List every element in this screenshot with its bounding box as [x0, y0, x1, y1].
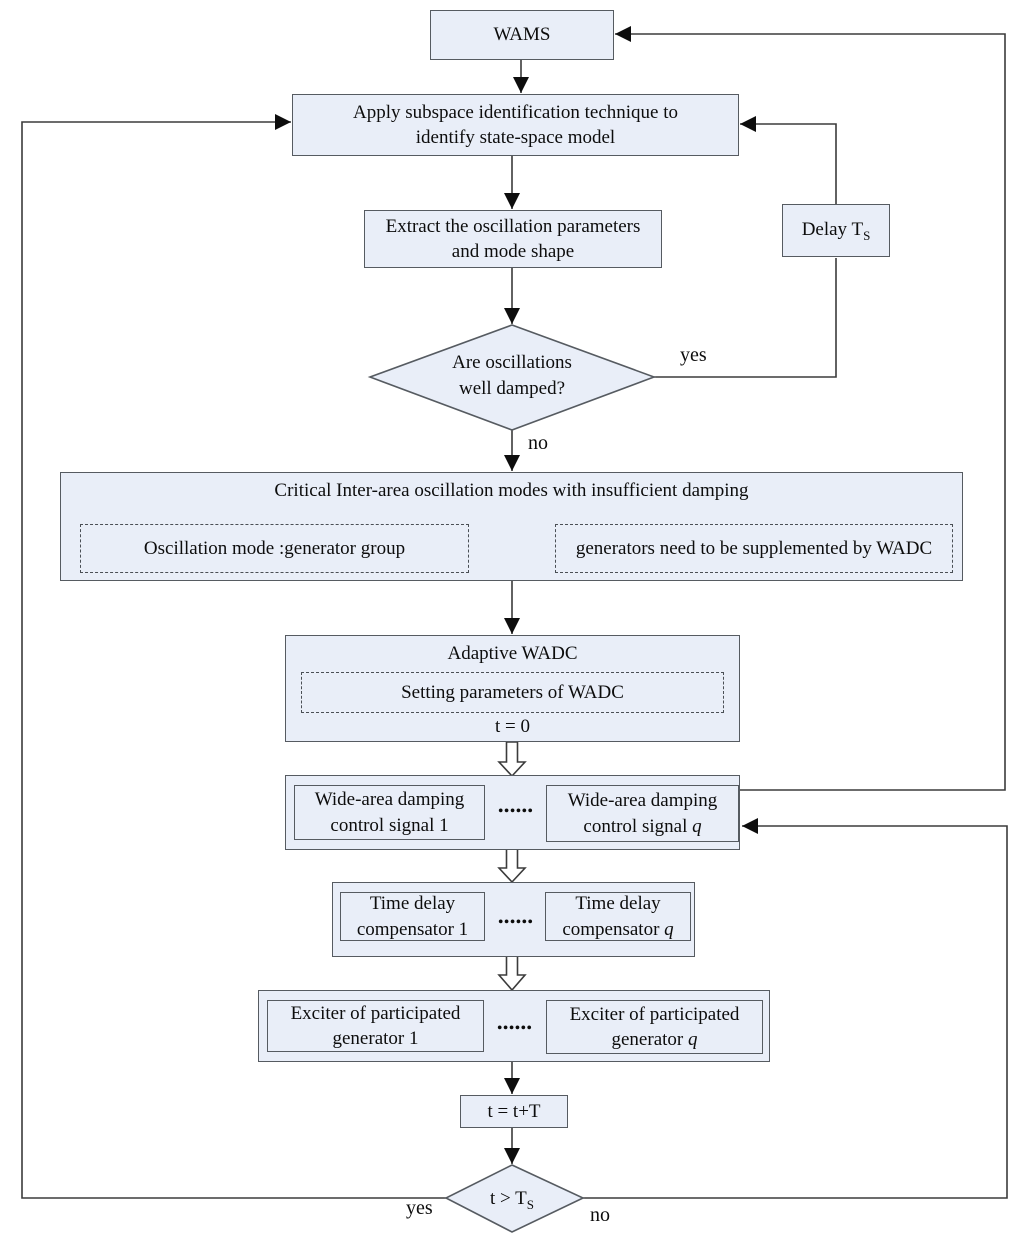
- t0-label: t = 0: [495, 715, 530, 737]
- wadc-signal-1-box: Wide-area damping control signal 1: [294, 785, 485, 840]
- wadc-signals-group-box: Wide-area damping control signal 1 •••••…: [285, 775, 740, 850]
- wams-box: WAMS: [430, 10, 614, 60]
- hollow-arrows: [497, 741, 527, 992]
- no-label-damped: no: [528, 432, 548, 454]
- loop-signals-to-wams: [615, 26, 1006, 791]
- damped-decision-text: Are oscillations well damped?: [452, 352, 572, 399]
- ellipsis-exciters: ••••••: [497, 1021, 533, 1036]
- critical-modes-box: Critical Inter-area oscillation modes wi…: [60, 472, 963, 581]
- extract-line2: and mode shape: [451, 241, 575, 262]
- line-decision-yes-to-delay: [654, 258, 837, 378]
- no-label-ts: no: [590, 1204, 610, 1226]
- hollow-arrow-adaptive-to-signals: [497, 741, 527, 778]
- loop-ts-yes-to-apply: [21, 114, 446, 1199]
- ellipsis-compensators: ••••••: [498, 915, 534, 930]
- apply-identification-box: Apply subspace identification technique …: [292, 94, 739, 156]
- hollow-arrow-signals-to-compensators: [497, 848, 527, 884]
- wams-label: WAMS: [493, 24, 551, 46]
- extract-parameters-box: Extract the oscillation parameters and m…: [364, 210, 662, 268]
- ts-decision-text: t > TS: [490, 1188, 534, 1212]
- generators-dashed-box: generators need to be supplemented by WA…: [555, 524, 953, 573]
- exciter-generator-q-box: Exciter of participated generator q: [546, 1000, 763, 1054]
- damped-decision-diamond: [367, 324, 657, 431]
- apply-line2: identify state-space model: [415, 127, 616, 148]
- exciters-group-box: Exciter of participated generator 1 ••••…: [258, 990, 770, 1062]
- time-delay-compensator-1-box: Time delay compensator 1: [340, 892, 485, 941]
- oscillation-mode-dashed-box: Oscillation mode :generator group: [80, 524, 469, 573]
- extract-line1: Extract the oscillation parameters: [385, 215, 641, 237]
- delay-ts-label: Delay TS: [801, 219, 871, 243]
- exciter-generator-1-box: Exciter of participated generator 1: [267, 1000, 484, 1052]
- setting-parameters-dashed-box: Setting parameters of WADC: [301, 672, 724, 713]
- apply-line1: Apply subspace identification technique …: [352, 101, 679, 123]
- adaptive-wadc-box: Adaptive WADC Setting parameters of WADC…: [285, 635, 740, 742]
- adaptive-wadc-title: Adaptive WADC: [447, 643, 578, 664]
- critical-modes-title: Critical Inter-area oscillation modes wi…: [274, 480, 749, 501]
- wadc-signal-q-box: Wide-area damping control signal q: [546, 785, 739, 842]
- arrow-delay-to-apply: [740, 116, 837, 204]
- ellipsis-signals: ••••••: [498, 804, 534, 819]
- yes-label-damped: yes: [680, 344, 707, 366]
- loop-ts-no-to-signals: [583, 818, 1008, 1199]
- compensators-group-box: Time delay compensator 1 •••••• Time del…: [332, 882, 695, 957]
- delay-ts-box: Delay TS: [782, 204, 890, 257]
- yes-label-ts: yes: [406, 1197, 433, 1219]
- time-delay-compensator-q-box: Time delay compensator q: [545, 892, 691, 941]
- hollow-arrow-compensators-to-exciters: [497, 955, 527, 992]
- ts-decision-diamond: [444, 1164, 585, 1233]
- increment-box: t = t+T: [460, 1095, 568, 1128]
